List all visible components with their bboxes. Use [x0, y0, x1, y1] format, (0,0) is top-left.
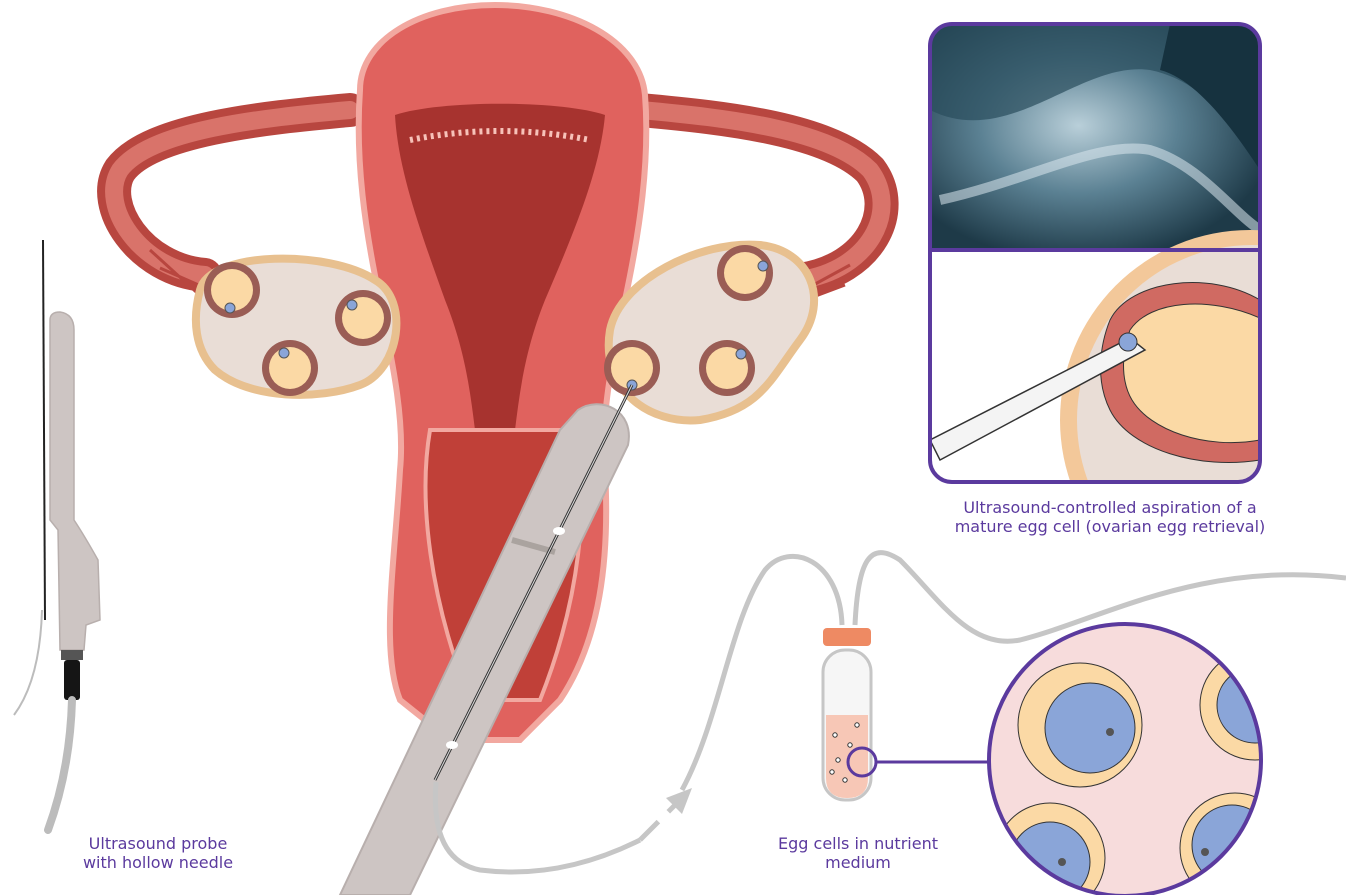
caption-line: Ultrasound-controlled aspiration of a — [920, 498, 1300, 517]
caption-line: Ultrasound probe — [40, 834, 276, 853]
follicle — [204, 262, 260, 318]
egg-cell — [1180, 793, 1290, 895]
test-tube — [823, 628, 871, 800]
follicle — [717, 245, 773, 301]
egg-cell — [1200, 650, 1310, 760]
follicle — [699, 340, 755, 396]
caption-line: mature egg cell (ovarian egg retrieval) — [920, 517, 1300, 536]
caption-egg-retrieval: Ultrasound-controlled aspiration of a ma… — [920, 498, 1300, 536]
ultrasound-image — [930, 24, 1260, 250]
left-ovary — [196, 259, 397, 396]
caption-line: Egg cells in nutrient — [745, 834, 971, 853]
caption-ultrasound-probe: Ultrasound probe with hollow needle — [40, 834, 276, 872]
egg-cell — [1018, 663, 1142, 787]
magnified-egg-cells — [989, 624, 1310, 895]
right-ovary — [604, 245, 814, 421]
aspiration-detail — [930, 230, 1346, 610]
caption-line: medium — [745, 853, 971, 872]
caption-line: with hollow needle — [40, 853, 276, 872]
follicle — [262, 340, 318, 396]
follicle — [335, 290, 391, 346]
ultrasound-probe-side-view — [14, 240, 100, 830]
caption-nutrient-medium: Egg cells in nutrient medium — [745, 834, 971, 872]
